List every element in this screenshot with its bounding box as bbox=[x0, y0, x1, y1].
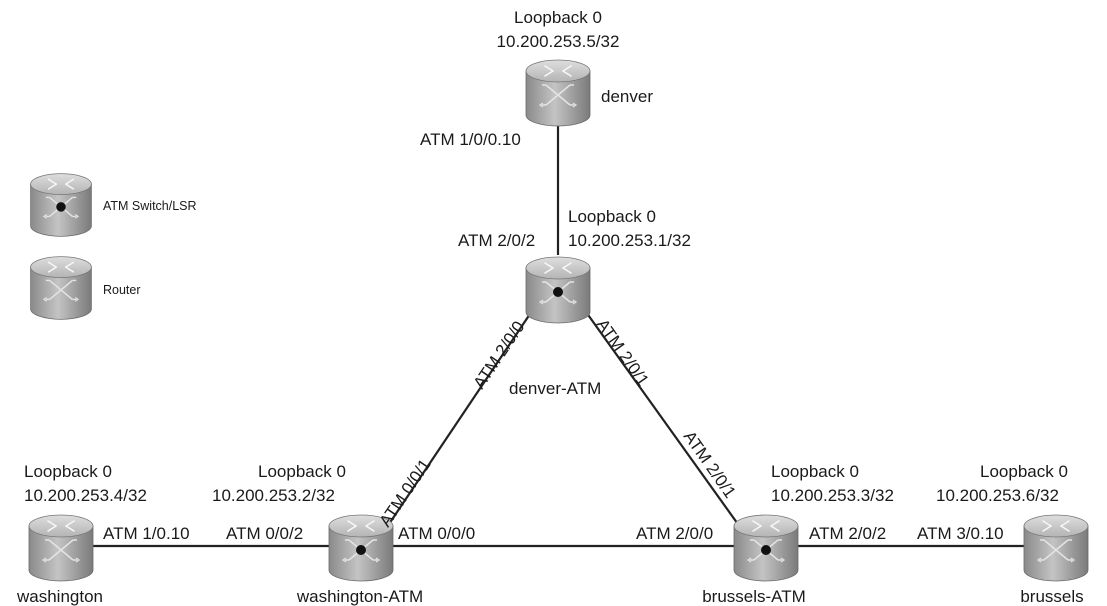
brussels-loopback-title: Loopback 0 bbox=[980, 462, 1068, 481]
legend-switch-label: ATM Switch/LSR bbox=[103, 199, 197, 213]
atm-switch-icon-washington-atm bbox=[328, 514, 394, 582]
brusatm-loopback-title: Loopback 0 bbox=[771, 462, 859, 481]
washington-loopback-title: Loopback 0 bbox=[24, 462, 112, 481]
if-wash-to-washatm: ATM 1/0.10 bbox=[103, 524, 190, 543]
brussels-name: brussels bbox=[1020, 587, 1083, 606]
brusatm-loopback-ip: 10.200.253.3/32 bbox=[771, 486, 894, 505]
if-brusatm-to-washatm: ATM 2/0/0 bbox=[636, 524, 713, 543]
denveratm-loopback-title: Loopback 0 bbox=[568, 207, 656, 226]
router-icon-washington bbox=[28, 514, 94, 582]
if-brusatm-to-brus: ATM 2/0/2 bbox=[809, 524, 886, 543]
router-icon-brussels bbox=[1023, 514, 1089, 582]
if-washatm-to-denveratm: ATM 0/0/1 bbox=[376, 456, 435, 531]
legend-router-label: Router bbox=[103, 283, 141, 297]
denveratm-loopback-ip: 10.200.253.1/32 bbox=[568, 231, 691, 250]
washatm-loopback-title: Loopback 0 bbox=[258, 462, 346, 481]
if-washatm-to-wash: ATM 0/0/2 bbox=[226, 524, 303, 543]
brussels-loopback-ip: 10.200.253.6/32 bbox=[936, 486, 1059, 505]
if-denver-to-denveratm: ATM 1/0/0.10 bbox=[420, 130, 521, 149]
washatm-loopback-ip: 10.200.253.2/32 bbox=[212, 486, 335, 505]
denveratm-name: denver-ATM bbox=[509, 379, 601, 398]
denver-name: denver bbox=[601, 87, 653, 106]
denver-loopback-ip: 10.200.253.5/32 bbox=[497, 32, 620, 51]
washatm-name: washington-ATM bbox=[296, 587, 423, 606]
denver-loopback-title: Loopback 0 bbox=[514, 8, 602, 27]
legend-switch-icon bbox=[29, 172, 93, 238]
legend-router-icon bbox=[29, 255, 93, 321]
if-washatm-to-brusatm: ATM 0/0/0 bbox=[398, 524, 475, 543]
washington-name: washington bbox=[16, 587, 103, 606]
link-denveratm-washatm bbox=[384, 304, 537, 531]
washington-loopback-ip: 10.200.253.4/32 bbox=[24, 486, 147, 505]
if-denveratm-to-denver: ATM 2/0/2 bbox=[458, 231, 535, 250]
router-icon-denver bbox=[525, 59, 591, 127]
links bbox=[82, 120, 1025, 548]
if-brus-to-brusatm: ATM 3/0.10 bbox=[917, 524, 1004, 543]
link-denveratm-brusatm bbox=[580, 304, 741, 528]
if-denveratm-to-brusatm: ATM 2/0/1 bbox=[593, 315, 653, 389]
if-brusatm-to-denveratm: ATM 2/0/1 bbox=[680, 427, 740, 501]
brusatm-name: brussels-ATM bbox=[702, 587, 806, 606]
atm-switch-icon-brussels-atm bbox=[733, 514, 799, 582]
atm-switch-icon-denver-atm bbox=[525, 256, 591, 324]
